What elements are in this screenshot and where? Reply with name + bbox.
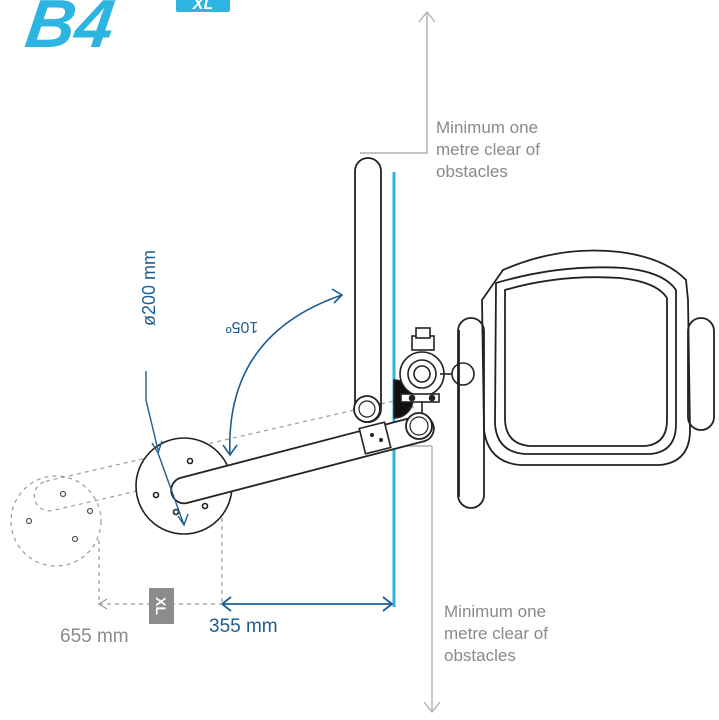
standard-reach-dimension: 355 mm [209,596,394,637]
lower-arm [170,412,435,505]
top-note-line-1: Minimum one [436,118,539,137]
chair [457,249,715,509]
mount-head [393,327,475,419]
angle-dimension: 105º [222,288,344,457]
bottom-note-line-2: metre clear of [444,624,548,643]
bottom-note-line-3: obstacles [444,646,516,665]
logo-badge-text: XL [192,0,213,13]
xl-reach-label: 655 mm [60,626,129,647]
xl-badge-text: XL [153,597,169,615]
xl-reach-dimension: XL 655 mm [60,588,222,647]
logo-model-text: B4 [21,0,119,62]
standard-reach-label: 355 mm [209,616,278,637]
diameter-dimension: ø200 mm [139,250,189,527]
top-note-line-3: obstacles [436,162,508,181]
bottom-clearance-note: Minimum one metre clear of obstacles [444,601,548,667]
top-note-line-2: metre clear of [436,140,540,159]
xl-plate-holes [25,490,94,543]
xl-badge [149,588,174,624]
angle-label: 105º [226,318,259,335]
bottom-clearance-arrow [392,445,441,714]
top-clearance-note: Minimum one metre clear of obstacles [436,117,540,183]
upper-arm [353,157,382,423]
arm-joint-block [358,421,392,455]
bottom-note-line-1: Minimum one [444,602,547,621]
top-clearance-arrow [360,10,436,154]
xl-base-plate [10,475,102,567]
diameter-label: ø200 mm [139,250,159,326]
brand-logo: B4 XL [21,0,230,62]
logo-badge-bg [176,0,230,12]
